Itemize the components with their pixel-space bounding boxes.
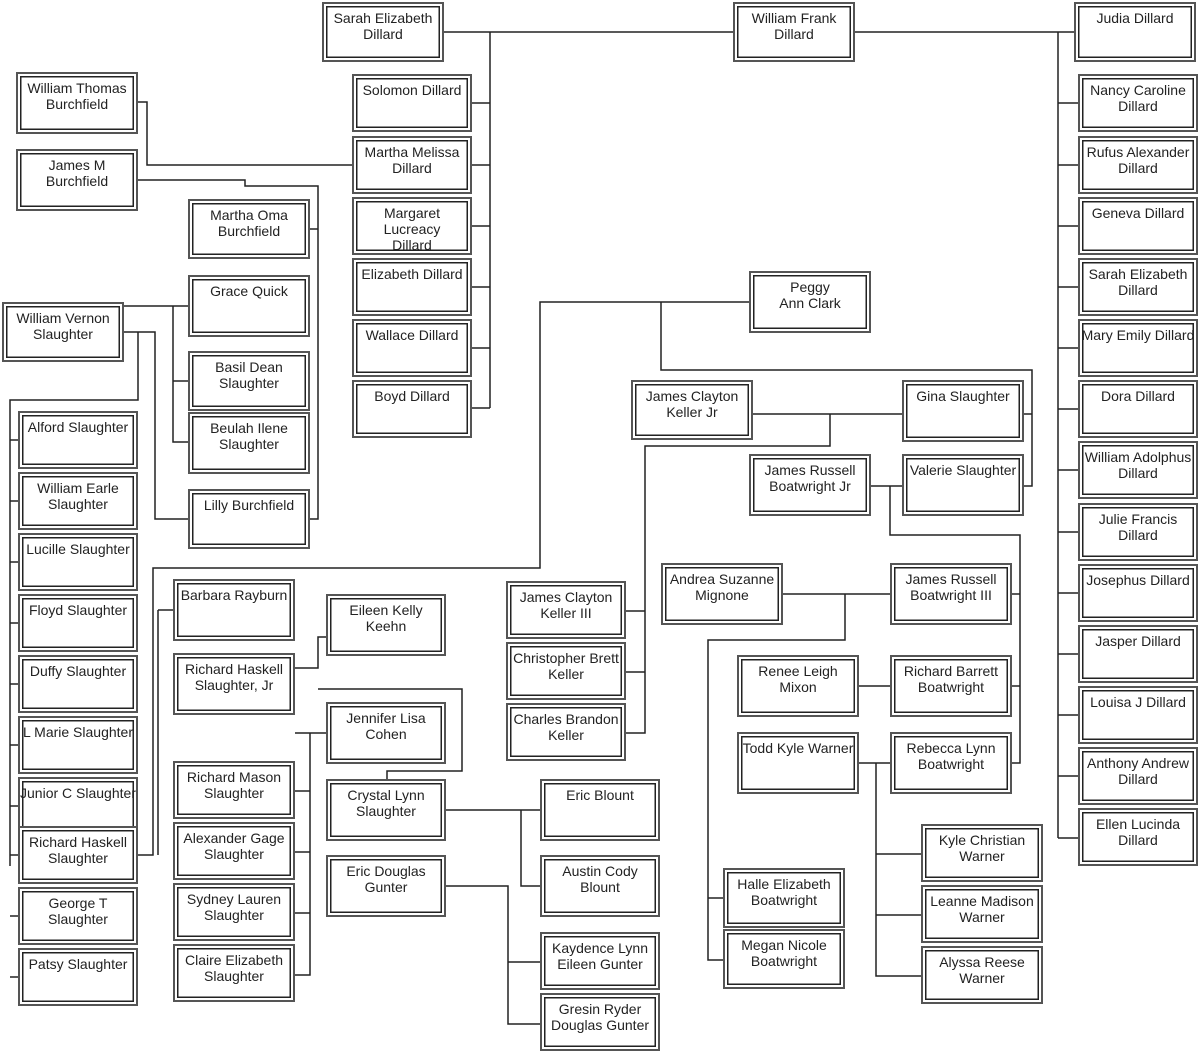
connector-line xyxy=(626,414,831,734)
person-box-martha-oma-burchfield: Martha Oma Burchfield xyxy=(188,199,310,259)
person-box-renee-leigh-mixon: Renee Leigh Mixon xyxy=(737,655,859,717)
connector-line xyxy=(9,332,139,866)
person-box-alford-slaughter: Alford Slaughter xyxy=(18,411,138,469)
person-box-beulah-ilene-slaughter: Beulah Ilene Slaughter xyxy=(188,412,310,474)
person-box-gresin-ryder-douglas-gunter: Gresin Ryder Douglas Gunter xyxy=(540,993,660,1051)
connector-line xyxy=(124,331,188,520)
connector-line xyxy=(295,636,326,669)
person-box-eric-douglas-gunter: Eric Douglas Gunter xyxy=(326,855,446,917)
person-box-leanne-madison-warner: Leanne Madison Warner xyxy=(921,885,1043,943)
person-box-wallace-dillard: Wallace Dillard xyxy=(352,319,472,377)
person-box-eric-blount: Eric Blount xyxy=(540,779,660,841)
person-box-anthony-andrew-dillard: Anthony Andrew Dillard xyxy=(1078,747,1198,805)
person-box-alyssa-reese-warner: Alyssa Reese Warner xyxy=(921,946,1043,1004)
person-box-josephus-dillard: Josephus Dillard xyxy=(1078,564,1198,622)
person-box-mary-emily-dillard: Mary Emily Dillard xyxy=(1078,319,1198,377)
connector-line xyxy=(172,306,188,443)
person-box-richard-barrett-boatwright: Richard Barrett Boatwright xyxy=(890,655,1012,717)
connector-line xyxy=(318,688,463,779)
person-box-austin-cody-blount: Austin Cody Blount xyxy=(540,855,660,917)
person-box-andrea-suzanne-mignone: Andrea Suzanne Mignone xyxy=(661,563,783,625)
connector-line xyxy=(295,733,311,976)
person-box-james-m-burchfield: James M Burchfield xyxy=(16,149,138,211)
person-box-kyle-christian-warner: Kyle Christian Warner xyxy=(921,824,1043,882)
person-box-richard-mason-slaughter: Richard Mason Slaughter xyxy=(173,761,295,819)
person-box-eileen-kelly-keehn: Eileen Kelly Keehn xyxy=(326,594,446,656)
person-box-floyd-slaughter: Floyd Slaughter xyxy=(18,594,138,652)
connector-line xyxy=(707,594,846,961)
person-box-jasper-dillard: Jasper Dillard xyxy=(1078,625,1198,683)
person-box-sydney-lauren-slaughter: Sydney Lauren Slaughter xyxy=(173,883,295,941)
person-box-geneva-dillard: Geneva Dillard xyxy=(1078,197,1198,255)
person-box-kaydence-lynn-eileen-gunter: Kaydence Lynn Eileen Gunter xyxy=(540,932,660,990)
person-box-richard-haskell-slaughter: Richard Haskell Slaughter xyxy=(18,826,138,884)
person-box-peggy-ann-clark: Peggy Ann Clark xyxy=(749,271,871,333)
connector-line xyxy=(138,301,749,856)
person-box-elizabeth-dillard: Elizabeth Dillard xyxy=(352,258,472,316)
person-box-jennifer-lisa-cohen: Jennifer Lisa Cohen xyxy=(326,702,446,764)
person-box-duffy-slaughter: Duffy Slaughter xyxy=(18,655,138,713)
person-box-valerie-slaughter: Valerie Slaughter xyxy=(902,454,1024,516)
person-box-lucille-slaughter: Lucille Slaughter xyxy=(18,533,138,591)
person-box-julie-francis-dillard: Julie Francis Dillard xyxy=(1078,503,1198,561)
person-box-james-russell-boatwright-jr: James Russell Boatwright Jr xyxy=(749,454,871,516)
person-box-boyd-dillard: Boyd Dillard xyxy=(352,380,472,438)
person-box-l-marie-slaughter: L Marie Slaughter xyxy=(18,716,138,774)
person-box-william-thomas-burchfield: William Thomas Burchfield xyxy=(16,72,138,134)
person-box-claire-elizabeth-slaughter: Claire Elizabeth Slaughter xyxy=(173,944,295,1002)
person-box-grace-quick: Grace Quick xyxy=(188,275,310,337)
person-box-solomon-dillard: Solomon Dillard xyxy=(352,74,472,132)
person-box-william-adolphus-dillard: William Adolphus Dillard xyxy=(1078,441,1198,499)
person-box-basil-dean-slaughter: Basil Dean Slaughter xyxy=(188,351,310,411)
person-box-william-earle-slaughter: William Earle Slaughter xyxy=(18,472,138,530)
person-box-rebecca-lynn-boatwright: Rebecca Lynn Boatwright xyxy=(890,732,1012,794)
person-box-dora-dillard: Dora Dillard xyxy=(1078,380,1198,438)
person-box-martha-melissa-dillard: Martha Melissa Dillard xyxy=(352,136,472,194)
person-box-lilly-burchfield: Lilly Burchfield xyxy=(188,489,310,549)
person-box-charles-brandon-keller: Charles Brandon Keller xyxy=(506,703,626,761)
person-box-richard-haskell-slaughter-jr: Richard Haskell Slaughter, Jr xyxy=(173,653,295,715)
person-box-judia-dillard: Judia Dillard xyxy=(1074,2,1196,62)
person-box-nancy-caroline-dillard: Nancy Caroline Dillard xyxy=(1078,74,1198,132)
person-box-patsy-slaughter: Patsy Slaughter xyxy=(18,948,138,1006)
person-box-margaret-lucreacy-dillard: Margaret Lucreacy Dillard xyxy=(352,197,472,255)
person-box-gina-slaughter: Gina Slaughter xyxy=(902,380,1024,442)
person-box-megan-nicole-boatwright: Megan Nicole Boatwright xyxy=(723,929,845,989)
person-box-louisa-j-dillard: Louisa J Dillard xyxy=(1078,686,1198,744)
person-box-james-clayton-keller-iii: James Clayton Keller III xyxy=(506,581,626,639)
person-box-alexander-gage-slaughter: Alexander Gage Slaughter xyxy=(173,822,295,880)
person-box-ellen-lucinda-dillard: Ellen Lucinda Dillard xyxy=(1078,808,1198,866)
person-box-rufus-alexander-dillard: Rufus Alexander Dillard xyxy=(1078,136,1198,194)
person-box-james-russell-boatwright-iii: James Russell Boatwright III xyxy=(890,563,1012,625)
connector-line xyxy=(889,486,1021,764)
person-box-james-clayton-keller-jr: James Clayton Keller Jr xyxy=(631,380,753,440)
person-box-todd-kyle-warner: Todd Kyle Warner xyxy=(737,732,859,794)
person-box-sarah-elizabeth-dillard: Sarah Elizabeth Dillard xyxy=(1078,258,1198,316)
connector-line xyxy=(138,179,319,520)
person-box-barbara-rayburn: Barbara Rayburn xyxy=(173,579,295,641)
person-box-william-frank-dillard: William Frank Dillard xyxy=(733,2,855,62)
connector-line xyxy=(660,302,1033,487)
person-box-halle-elizabeth-boatwright: Halle Elizabeth Boatwright xyxy=(723,868,845,928)
person-box-william-vernon-slaughter: William Vernon Slaughter xyxy=(2,302,124,362)
connector-line xyxy=(138,101,352,166)
person-box-crystal-lynn-slaughter: Crystal Lynn Slaughter xyxy=(326,779,446,841)
connector-line xyxy=(446,885,540,1025)
connector-line xyxy=(875,763,921,977)
person-box-sarah-elizabeth-dillard-top: Sarah Elizabeth Dillard xyxy=(322,2,444,62)
person-box-george-t-slaughter: George T Slaughter xyxy=(18,887,138,945)
person-box-christopher-brett-keller: Christopher Brett Keller xyxy=(506,642,626,700)
connector-line xyxy=(520,810,540,887)
